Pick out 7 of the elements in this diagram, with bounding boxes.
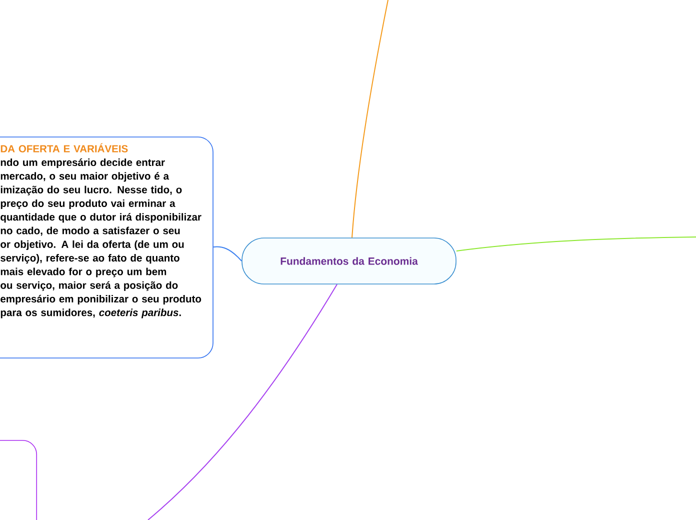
topic-card: DA OFERTA E VARIÁVEIS ndo um empresário decide entrar mercado, o seu maior objetivo é a imização do seu lucro. Nesse tido, o preço do seu produto vai erminar a quantidade que o dutor irá disponibilizar no cado, de modo a satisfazer o seu or objetivo. A lei da oferta (de um ou serviço), refere-se ao fato de quanto mais elevado for o preço um bem ou serviço, maior será a posição do empresário em ponibilizar o seu produto para os sumidores, coeteris paribus.: [0, 136, 214, 358]
central-topic: Fundamentos da Economia: [242, 238, 456, 284]
branch-line: [352, 0, 388, 238]
empty-topic-box: [0, 440, 37, 520]
branch-line: [148, 284, 338, 520]
branch-line: [456, 236, 696, 252]
branch-line: [212, 246, 242, 262]
